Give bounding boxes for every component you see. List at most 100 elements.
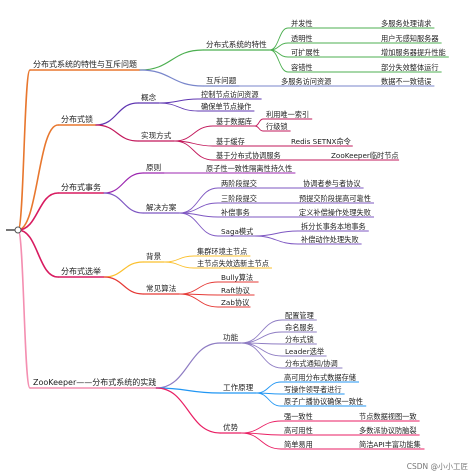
branch-connector	[254, 125, 264, 132]
node-label: Saga模式	[221, 226, 254, 236]
node-label: 可扩展性	[291, 47, 320, 57]
node-label: Zab协议	[221, 297, 250, 307]
node-label: 简单易用	[284, 439, 313, 449]
node-label: 强一致性	[284, 411, 313, 421]
node-label: 集群环境主节点	[197, 246, 248, 256]
root-node-icon	[14, 226, 22, 234]
node-label: 节点数据视图一致	[359, 411, 417, 421]
watermark: CSDN @小小工匠	[406, 461, 468, 471]
branch-connector	[240, 432, 282, 450]
node-label: 多服务处理请求	[381, 18, 432, 28]
node-label: 原则	[146, 163, 162, 173]
node-label: 用户无感知服务器	[381, 33, 439, 43]
branch-connector	[155, 342, 221, 389]
node-label: 增加服务器提升性能	[381, 47, 446, 57]
branch-connector	[269, 27, 289, 51]
node-label: 概念	[141, 93, 157, 103]
node-label: 命名服务	[285, 322, 314, 332]
branch-connector	[178, 187, 219, 214]
node-label: 原子性一致性隔离性持久性	[206, 163, 293, 173]
node-label: 分布式事务	[61, 183, 101, 192]
node-label: 背景	[146, 252, 162, 262]
branch-connector	[103, 276, 144, 295]
node-label: Bully算法	[221, 272, 254, 282]
branch-connector	[103, 172, 144, 194]
branch-connector	[158, 102, 199, 112]
node-label: 分布式选举	[61, 267, 101, 276]
branch-connector	[269, 49, 289, 73]
node-label: 定义补偿操作处理失败	[299, 207, 371, 217]
branch-connector	[240, 342, 283, 357]
node-label: 分布式系统的特性	[206, 40, 267, 50]
branch-connector	[103, 261, 144, 278]
node-label: Raft协议	[221, 285, 250, 295]
branch-connector	[17, 192, 59, 231]
node-label: Leader选举	[285, 346, 325, 356]
node-label: 基于数据库	[216, 116, 252, 126]
branch-connector	[240, 331, 283, 344]
branch-connector	[158, 98, 199, 104]
node-label: 基于缓存	[216, 136, 245, 146]
branch-connector	[254, 235, 299, 245]
node-label: 分布式通知/协调	[285, 358, 338, 368]
node-label: 分布式锁	[285, 334, 314, 344]
branch-connector	[254, 118, 264, 127]
branch-connector	[255, 381, 282, 394]
node-label: 分布式锁	[61, 115, 93, 124]
node-label: 利用唯一索引	[266, 109, 310, 119]
node-label: 工作原理	[223, 383, 254, 393]
node-label: 三阶段提交	[221, 193, 257, 203]
node-label: 确保单节点操作	[201, 101, 252, 111]
node-label: 互斥问题	[206, 76, 237, 86]
node-label: 优势	[223, 423, 239, 433]
node-label: 基于分布式协调服务	[216, 150, 281, 160]
branch-connector	[103, 192, 144, 214]
node-label: 拆分长事务本地事务	[301, 221, 366, 231]
branch-connector	[155, 387, 221, 394]
node-label: 实现方式	[141, 131, 172, 141]
node-label: 透明性	[291, 33, 313, 43]
node-label: 分布式系统的特性与互斥问题	[33, 60, 137, 69]
branch-connector	[240, 319, 283, 344]
branch-connector	[95, 102, 139, 126]
branch-connector	[240, 342, 283, 369]
branch-connector	[178, 293, 219, 308]
branch-connector	[173, 140, 214, 161]
node-label: 常见算法	[146, 284, 177, 294]
branch-connector	[178, 212, 219, 237]
branch-connector	[178, 281, 219, 295]
node-label: 解决方案	[146, 203, 177, 213]
branch-connector	[240, 420, 282, 434]
node-label: 协调者参与者协议	[303, 178, 361, 188]
branch-connector	[155, 387, 221, 434]
node-label: 控制节点访问资源	[201, 89, 259, 99]
node-label: 容错性	[291, 62, 313, 72]
node-label: Redis SETNX命令	[291, 136, 351, 146]
node-label: 补偿动作处理失败	[301, 234, 359, 244]
branch-connector	[17, 124, 59, 231]
node-label: 写操作领导者进行	[284, 384, 342, 394]
node-label: 高可用分布式数据存储	[284, 372, 356, 382]
node-label: ZooKeeper临时节点	[331, 150, 399, 160]
node-label: 行级锁	[266, 121, 288, 131]
node-label: 多数派协议防脑裂	[359, 425, 417, 435]
node-label: 配置管理	[285, 310, 314, 320]
node-label: 原子广播协议确保一致性	[284, 396, 364, 406]
branch-connector	[95, 124, 139, 142]
node-label: 两阶段提交	[221, 178, 257, 188]
branch-connector	[139, 49, 204, 71]
node-label: 多服务访问资源	[281, 76, 332, 86]
branch-connector	[17, 229, 59, 278]
node-label: 简洁API丰富功能集	[359, 439, 421, 449]
node-label: 主节点失效选新主节点	[197, 258, 269, 268]
branch-connector	[163, 255, 195, 263]
node-label: ZooKeeper——分布式系统的实践	[33, 378, 157, 387]
branch-connector	[139, 69, 204, 87]
branch-connector	[254, 230, 299, 237]
node-label: 功能	[223, 333, 239, 343]
branch-connector	[17, 229, 31, 389]
node-label: 数据不一致错误	[381, 76, 432, 86]
node-label: 高可用性	[284, 425, 313, 435]
branch-connector	[178, 202, 219, 214]
node-label: 部分失效整体运行	[381, 62, 439, 72]
